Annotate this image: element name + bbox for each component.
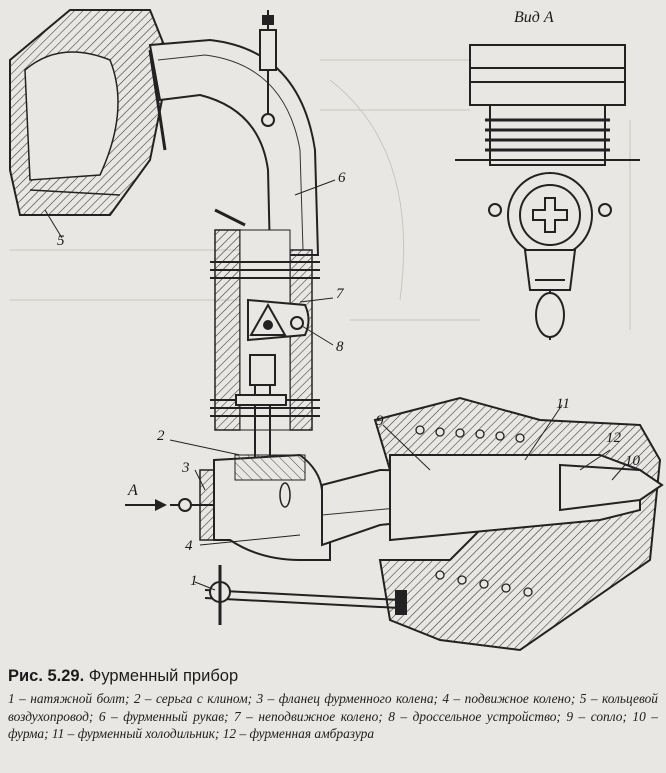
tuyere-assembly-drawing: 1 2 3 4 5 6 7 8 9 10 11 12 Вид А А xyxy=(9,9,664,652)
callout-2: 2 xyxy=(157,428,165,444)
leader-lines xyxy=(44,179,626,591)
throttle-device xyxy=(247,298,310,342)
callout-7: 7 xyxy=(336,286,345,302)
view-a-title: Вид А xyxy=(514,9,554,26)
movable-elbow xyxy=(213,453,331,561)
tuyere xyxy=(559,463,664,512)
callout-12: 12 xyxy=(606,430,622,446)
callout-4: 4 xyxy=(185,538,193,554)
caption-number: Рис. 5.29. xyxy=(8,667,85,685)
callout-3: 3 xyxy=(181,460,190,476)
callout-10: 10 xyxy=(625,453,641,469)
technical-drawing: 1 2 3 4 5 6 7 8 9 10 11 12 Вид А А xyxy=(9,9,664,652)
figure-caption: Рис. 5.29. Фурменный прибор 1 – натяжной… xyxy=(8,666,658,743)
callout-6: 6 xyxy=(338,170,346,186)
tension-bolt xyxy=(204,565,407,625)
background-bleed-lines xyxy=(10,59,631,330)
caption-title-text: Фурменный прибор xyxy=(88,667,239,685)
ring-air-duct xyxy=(9,9,172,216)
elbow-flange xyxy=(170,469,215,541)
tuyere-hose xyxy=(148,38,320,256)
view-a-inset xyxy=(455,44,640,340)
arrow-a-label: А xyxy=(127,482,138,499)
callout-1: 1 xyxy=(190,573,198,589)
callout-11: 11 xyxy=(556,396,570,412)
callout-8: 8 xyxy=(336,339,344,355)
tie-rod xyxy=(259,10,277,127)
caption-title: Рис. 5.29. Фурменный прибор xyxy=(8,666,658,686)
view-a-arrow xyxy=(125,499,167,511)
caption-legend: 1 – натяжной болт; 2 – серьга с клином; … xyxy=(8,691,658,741)
clamp-linkage xyxy=(235,354,287,460)
callout-5: 5 xyxy=(57,233,65,249)
callout-9: 9 xyxy=(376,413,384,429)
